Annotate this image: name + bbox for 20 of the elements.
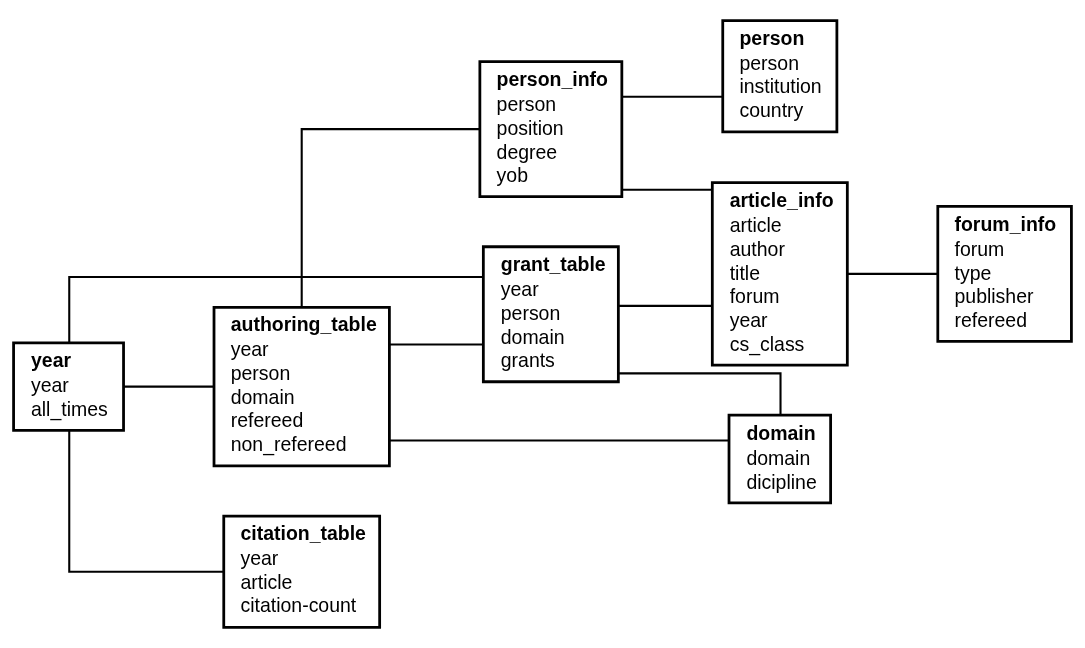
node-box: citation_table year article citation-count (222, 514, 382, 629)
node-box: article_info article author title forum year cs_class (710, 181, 849, 367)
connector (622, 95, 723, 98)
connector (68, 430, 224, 573)
node-box: person person institution country (721, 19, 839, 134)
connector (847, 272, 938, 275)
node-box: forum_info forum type publisher refereed (936, 205, 1073, 343)
connector (123, 385, 214, 388)
connector (618, 372, 782, 415)
connector (622, 188, 713, 191)
node-box: person_info person position degree yob (478, 60, 624, 199)
connector (300, 128, 480, 308)
node-box: domain domain dicipline (727, 413, 832, 505)
node-box: grant_table year person domain grants (481, 245, 620, 384)
connector (68, 275, 483, 343)
connector (389, 439, 729, 442)
connector (618, 304, 712, 307)
connector (389, 343, 483, 346)
node-box: authoring_table year person domain refereed non_refereed (212, 305, 391, 468)
node-box: year year all_times (12, 341, 125, 432)
